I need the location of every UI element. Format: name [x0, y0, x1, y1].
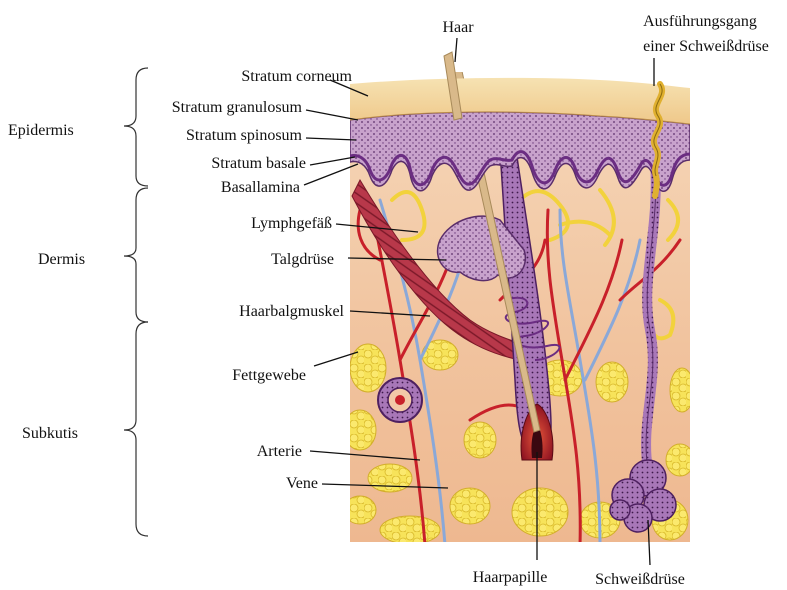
label-basallamina: Basallamina [221, 179, 300, 196]
label-dermis: Dermis [38, 251, 85, 268]
leader-stratum-basale [310, 157, 355, 165]
skin-block [344, 62, 694, 545]
label-stratum-spinosum: Stratum spinosum [186, 127, 303, 144]
label-vene: Vene [286, 475, 318, 492]
leader-stratum-spinosum [306, 138, 356, 140]
label-schweissdruese: Schweißdrüse [595, 571, 685, 588]
leader-basallamina [304, 164, 358, 185]
subkutis-brace [124, 322, 148, 536]
label-ausfuehrungsgang-2: einer Schweißdrüse [643, 38, 769, 55]
vessel-cross-section [378, 378, 422, 422]
label-haarpapille: Haarpapille [473, 569, 548, 586]
label-stratum-basale: Stratum basale [211, 155, 306, 172]
label-stratum-granulosum: Stratum granulosum [172, 99, 303, 116]
epidermis-brace [124, 68, 148, 186]
label-arterie: Arterie [257, 443, 302, 460]
label-fettgewebe: Fettgewebe [232, 367, 306, 384]
leader-haar [455, 38, 457, 62]
dermis-brace [124, 188, 148, 322]
layer-braces [124, 68, 148, 536]
label-lymphgefaess: Lymphgefäß [251, 215, 332, 232]
label-epidermis: Epidermis [8, 122, 74, 139]
label-talgdruese: Talgdrüse [271, 251, 334, 268]
label-haarbalgmuskel: Haarbalgmuskel [239, 303, 344, 320]
label-stratum-corneum: Stratum corneum [241, 68, 352, 85]
label-ausfuehrungsgang-1: Ausführungsgang [643, 13, 757, 30]
label-subkutis: Subkutis [22, 425, 78, 442]
label-haar: Haar [442, 19, 474, 36]
